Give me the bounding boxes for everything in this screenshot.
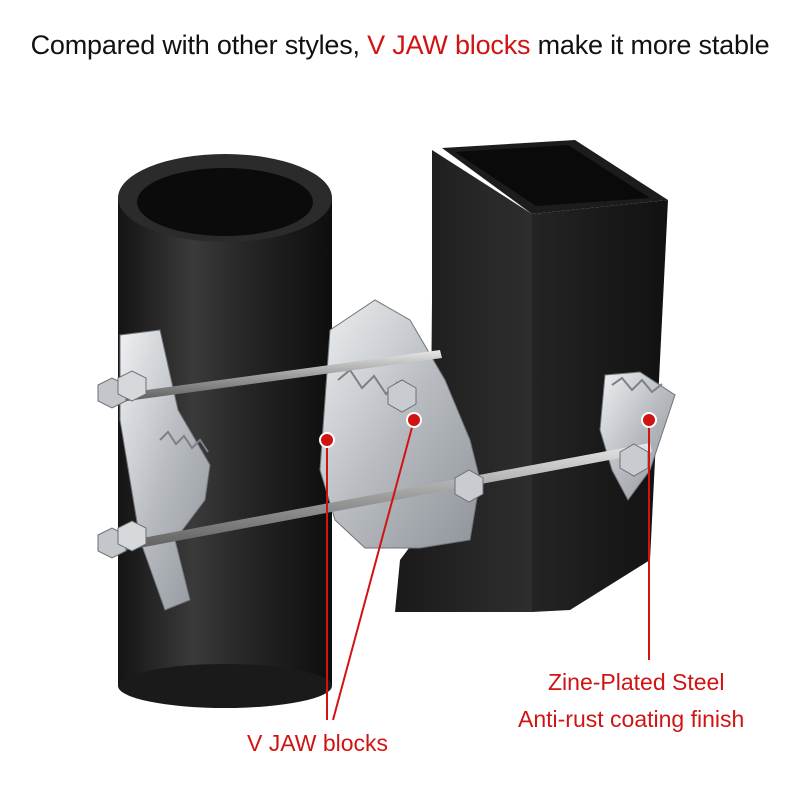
round-pipe [118,154,332,708]
steel-label-line2: Anti-rust coating finish [518,706,745,732]
hex-nuts [97,370,649,559]
callout-dot-middle [406,412,422,428]
headline-suffix: make it more stable [537,30,770,60]
headline-prefix: Compared with other styles, [30,30,360,60]
threaded-rods [105,350,652,554]
callout-markers [319,412,657,721]
steel-label-line1: Zine-Plated Steel [548,669,725,695]
v-jaw-label: V JAW blocks [247,730,389,756]
right-v-jaw-block [599,371,676,501]
callout-dot-left [319,432,335,448]
headline: Compared with other styles, V JAW blocks… [0,30,800,61]
square-tube [395,140,668,612]
callout-dot-right [641,412,657,428]
headline-highlight: V JAW blocks [367,30,531,60]
